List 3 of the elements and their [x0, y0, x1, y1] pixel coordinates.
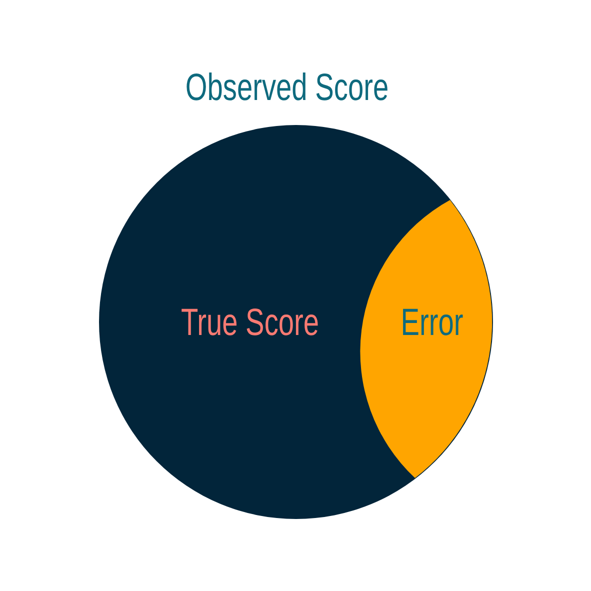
circle-label: True Score: [180, 304, 320, 342]
lens-label: Error: [400, 304, 464, 342]
circle-title: Observed Score: [185, 69, 389, 107]
